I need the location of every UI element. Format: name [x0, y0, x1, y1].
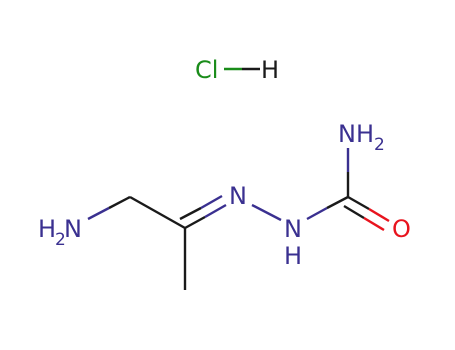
amine-n-label: N — [64, 215, 82, 243]
bond-amine-ch2-c — [108, 195, 131, 210]
bond-c-n-double-a-n — [204, 203, 227, 219]
bond-c-n-double-b-n — [200, 194, 223, 210]
bond-c-o-double-a-o — [368, 207, 390, 223]
amide-h-subscript: 2 — [374, 135, 385, 155]
hydrazide-n-label: N — [284, 215, 302, 243]
bond-c-n-double-b-c — [179, 206, 202, 221]
amine-h-label: H — [38, 215, 56, 243]
bond-nh-ccarbonyl-c — [326, 195, 349, 210]
imine-n-label: N — [229, 182, 247, 210]
bond-nh-ccarbonyl-n — [306, 206, 328, 221]
bond-c-o-double-a-c — [347, 195, 370, 211]
amide-nh-label: NH — [338, 120, 374, 148]
bond-c-n-double-a-c — [184, 215, 206, 230]
bond-ch2-cimine — [129, 195, 186, 230]
bond-c-o-double-b-o — [363, 216, 385, 232]
amine-h-subscript: 2 — [55, 230, 66, 250]
bond-n-nh — [251, 203, 282, 222]
chlorine-label: Cl — [195, 56, 218, 84]
bond-c-o-double-b-c — [343, 204, 365, 220]
carbonyl-o-label: O — [392, 215, 411, 243]
bond-amine-ch2-n — [87, 206, 110, 221]
hydrazide-h-label: H — [284, 242, 302, 270]
salt-hydrogen-label: H — [261, 56, 279, 84]
